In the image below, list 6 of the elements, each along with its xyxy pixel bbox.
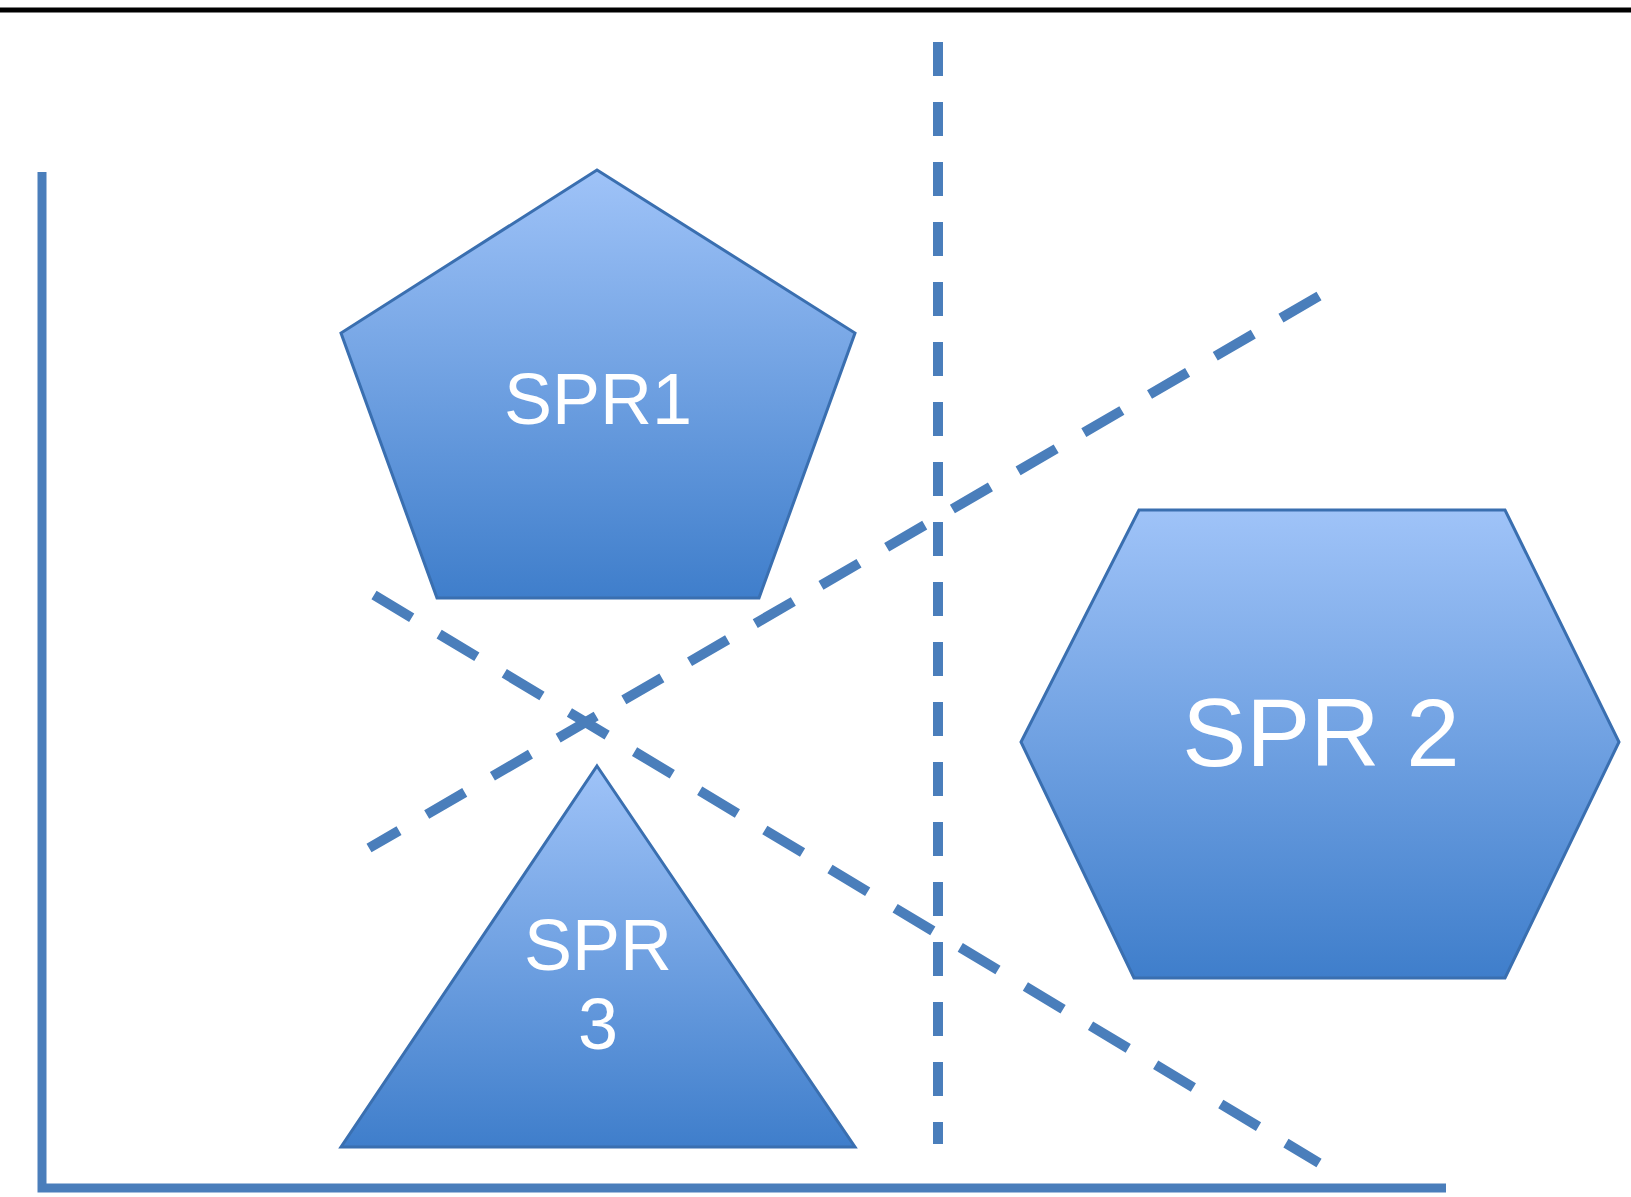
shape-label: SPR1 — [502, 360, 694, 440]
shape-label: SPR 3 — [522, 906, 673, 1065]
triangle-shape — [341, 766, 855, 1147]
pentagon-shape — [341, 170, 855, 598]
shape-label: SPR 2 — [1181, 680, 1461, 786]
hexagon-shape — [1021, 510, 1619, 978]
